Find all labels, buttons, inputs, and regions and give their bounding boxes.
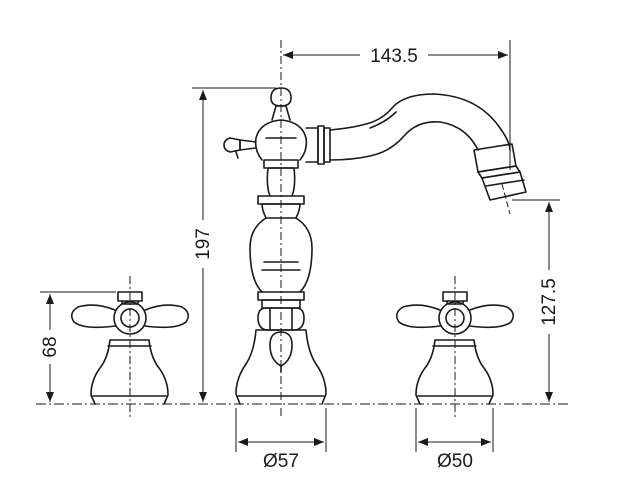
- dimension-label-spout-reach: 143.5: [370, 46, 418, 67]
- dimension-base-diameter-side: Ø50: [415, 408, 494, 472]
- dimension-spout-reach: 143.5: [283, 40, 511, 170]
- dimension-total-height: 197: [192, 87, 276, 402]
- dimension-label-total-height: 197: [193, 228, 214, 260]
- dimension-label-handle-height: 68: [40, 336, 61, 357]
- dimension-label-base-diameter-center: Ø57: [263, 451, 299, 472]
- dimension-label-spout-height: 127.5: [539, 278, 560, 326]
- dimension-handle-height: 68: [40, 291, 116, 402]
- left-handle-valve: [70, 276, 190, 418]
- dimension-label-base-diameter-side: Ø50: [437, 451, 473, 472]
- dimension-base-diameter-center: Ø57: [235, 408, 327, 472]
- right-handle-valve: [395, 276, 515, 418]
- dimension-spout-height: 127.5: [512, 199, 560, 402]
- central-spout-body: [223, 40, 527, 418]
